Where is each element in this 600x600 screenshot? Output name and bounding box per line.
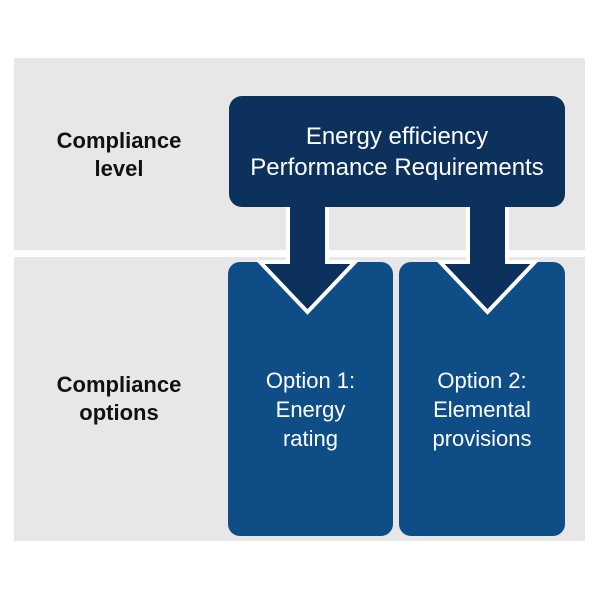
option-box-1: Option 1: Energy rating [228, 262, 393, 536]
option-box-1-line1: Option 1: [265, 368, 356, 393]
top-box-line1: Energy efficiency [305, 122, 489, 150]
option-box-1-line3: rating [282, 426, 339, 451]
top-box-text: Energy efficiency Performance Requiremen… [242, 121, 551, 183]
top-box-energy-efficiency: Energy efficiency Performance Requiremen… [229, 96, 565, 207]
row-label-compliance-options-line1: Compliance [56, 372, 182, 397]
option-box-2-text: Option 2: Elemental provisions [399, 366, 565, 453]
row-label-compliance-level-line2: level [94, 156, 144, 181]
row-label-compliance-options: Compliance options [14, 371, 224, 427]
row-label-compliance-level-line1: Compliance [56, 128, 182, 153]
option-box-1-line2: Energy [275, 397, 346, 422]
option-box-1-text: Option 1: Energy rating [228, 366, 393, 453]
option-box-2-line2: Elemental [433, 397, 531, 422]
row-label-compliance-level: Compliance level [14, 127, 224, 183]
option-box-2: Option 2: Elemental provisions [399, 262, 565, 536]
row-label-compliance-options-line2: options [79, 400, 159, 425]
option-box-2-line3: provisions [432, 426, 532, 451]
top-box-line2: Performance Requirements [250, 153, 544, 181]
option-box-2-line1: Option 2: [437, 368, 527, 393]
